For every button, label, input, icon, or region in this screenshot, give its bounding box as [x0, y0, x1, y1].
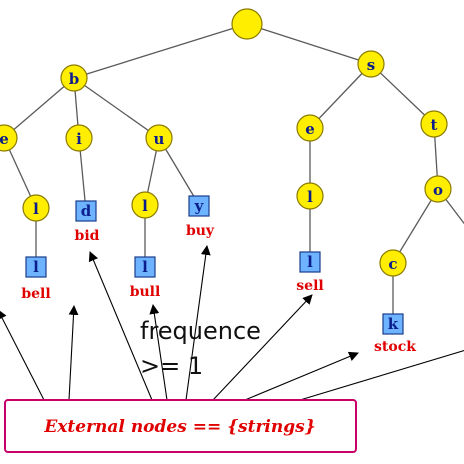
- node-b-letter: b: [69, 70, 80, 88]
- leaf-l-bull: [134, 256, 156, 278]
- node-l-bul: [131, 191, 159, 219]
- arrow-to-stock: [244, 351, 359, 401]
- external-nodes: d l l y l k: [25, 195, 404, 335]
- node-s: [357, 50, 385, 78]
- leaf-l-bell: [25, 256, 47, 278]
- node-c: [379, 249, 407, 277]
- word-labels: bid buy bell bull sell stock: [21, 223, 416, 355]
- node-e-right: [296, 114, 324, 142]
- node-b: [60, 64, 88, 92]
- node-l-bul-letter: l: [142, 197, 148, 215]
- node-e-right-letter: e: [305, 120, 315, 138]
- edge-s-t: [370, 63, 435, 125]
- leaf-l-bell-letter: l: [33, 258, 39, 276]
- leaf-d-letter: d: [81, 202, 92, 220]
- leaf-y: [188, 195, 210, 217]
- node-i: [65, 124, 93, 152]
- word-buy: buy: [186, 223, 215, 239]
- arrow-to-sell: [212, 294, 313, 401]
- arrow-to-bell: [68, 305, 79, 401]
- annotation-line1: frequence: [140, 317, 261, 345]
- edge-root-s: [246, 23, 372, 65]
- node-u-letter: u: [154, 130, 165, 148]
- node-o: [424, 175, 452, 203]
- arrow-to-bull: [149, 304, 168, 401]
- node-root: [231, 8, 263, 40]
- node-l-sel-letter: l: [307, 188, 313, 206]
- edge-b-e: [3, 77, 75, 139]
- edge-s-e: [309, 63, 372, 129]
- node-i-letter: i: [76, 130, 82, 148]
- node-l-sel: [296, 182, 324, 210]
- leaf-y-letter: y: [194, 197, 205, 215]
- word-bid: bid: [75, 228, 100, 244]
- leaf-l-sell-letter: l: [307, 253, 313, 271]
- frequency-annotation: frequence >= 1: [140, 317, 261, 380]
- word-bull: bull: [130, 284, 161, 300]
- pointer-arrows: [0, 245, 464, 401]
- edge-root-b: [73, 23, 248, 79]
- node-s-letter: s: [367, 56, 375, 74]
- node-t: [420, 110, 448, 138]
- edge-b-u: [73, 77, 160, 139]
- edge-o-c: [392, 188, 439, 264]
- node-e-left: [0, 124, 18, 152]
- external-nodes-box: External nodes == {strings}: [4, 399, 357, 453]
- node-o-letter: o: [433, 181, 443, 199]
- arrow-to-right: [299, 350, 464, 401]
- external-nodes-label: External nodes == {strings}: [43, 417, 315, 437]
- node-c-letter: c: [388, 255, 397, 273]
- internal-nodes: b e i u l l s e l t o c: [0, 8, 452, 277]
- word-sell: sell: [296, 278, 323, 294]
- node-l-bel-letter: l: [33, 200, 39, 218]
- node-u: [145, 124, 173, 152]
- word-bell: bell: [21, 286, 50, 302]
- leaf-d: [75, 200, 97, 222]
- leaf-k: [382, 313, 404, 335]
- arrow-to-bid: [88, 251, 153, 401]
- leaf-l-bull-letter: l: [142, 258, 148, 276]
- external-nodes-box-border: [4, 399, 357, 453]
- leaf-l-sell: [299, 251, 321, 273]
- arrow-to-left: [0, 309, 45, 401]
- leaf-k-letter: k: [388, 315, 399, 333]
- arrow-to-buy: [185, 245, 211, 401]
- annotation-line2: >= 1: [140, 352, 203, 380]
- node-l-bel: [22, 194, 50, 222]
- node-e-left-letter: e: [0, 130, 9, 148]
- word-stock: stock: [374, 339, 416, 355]
- node-t-letter: t: [431, 116, 438, 134]
